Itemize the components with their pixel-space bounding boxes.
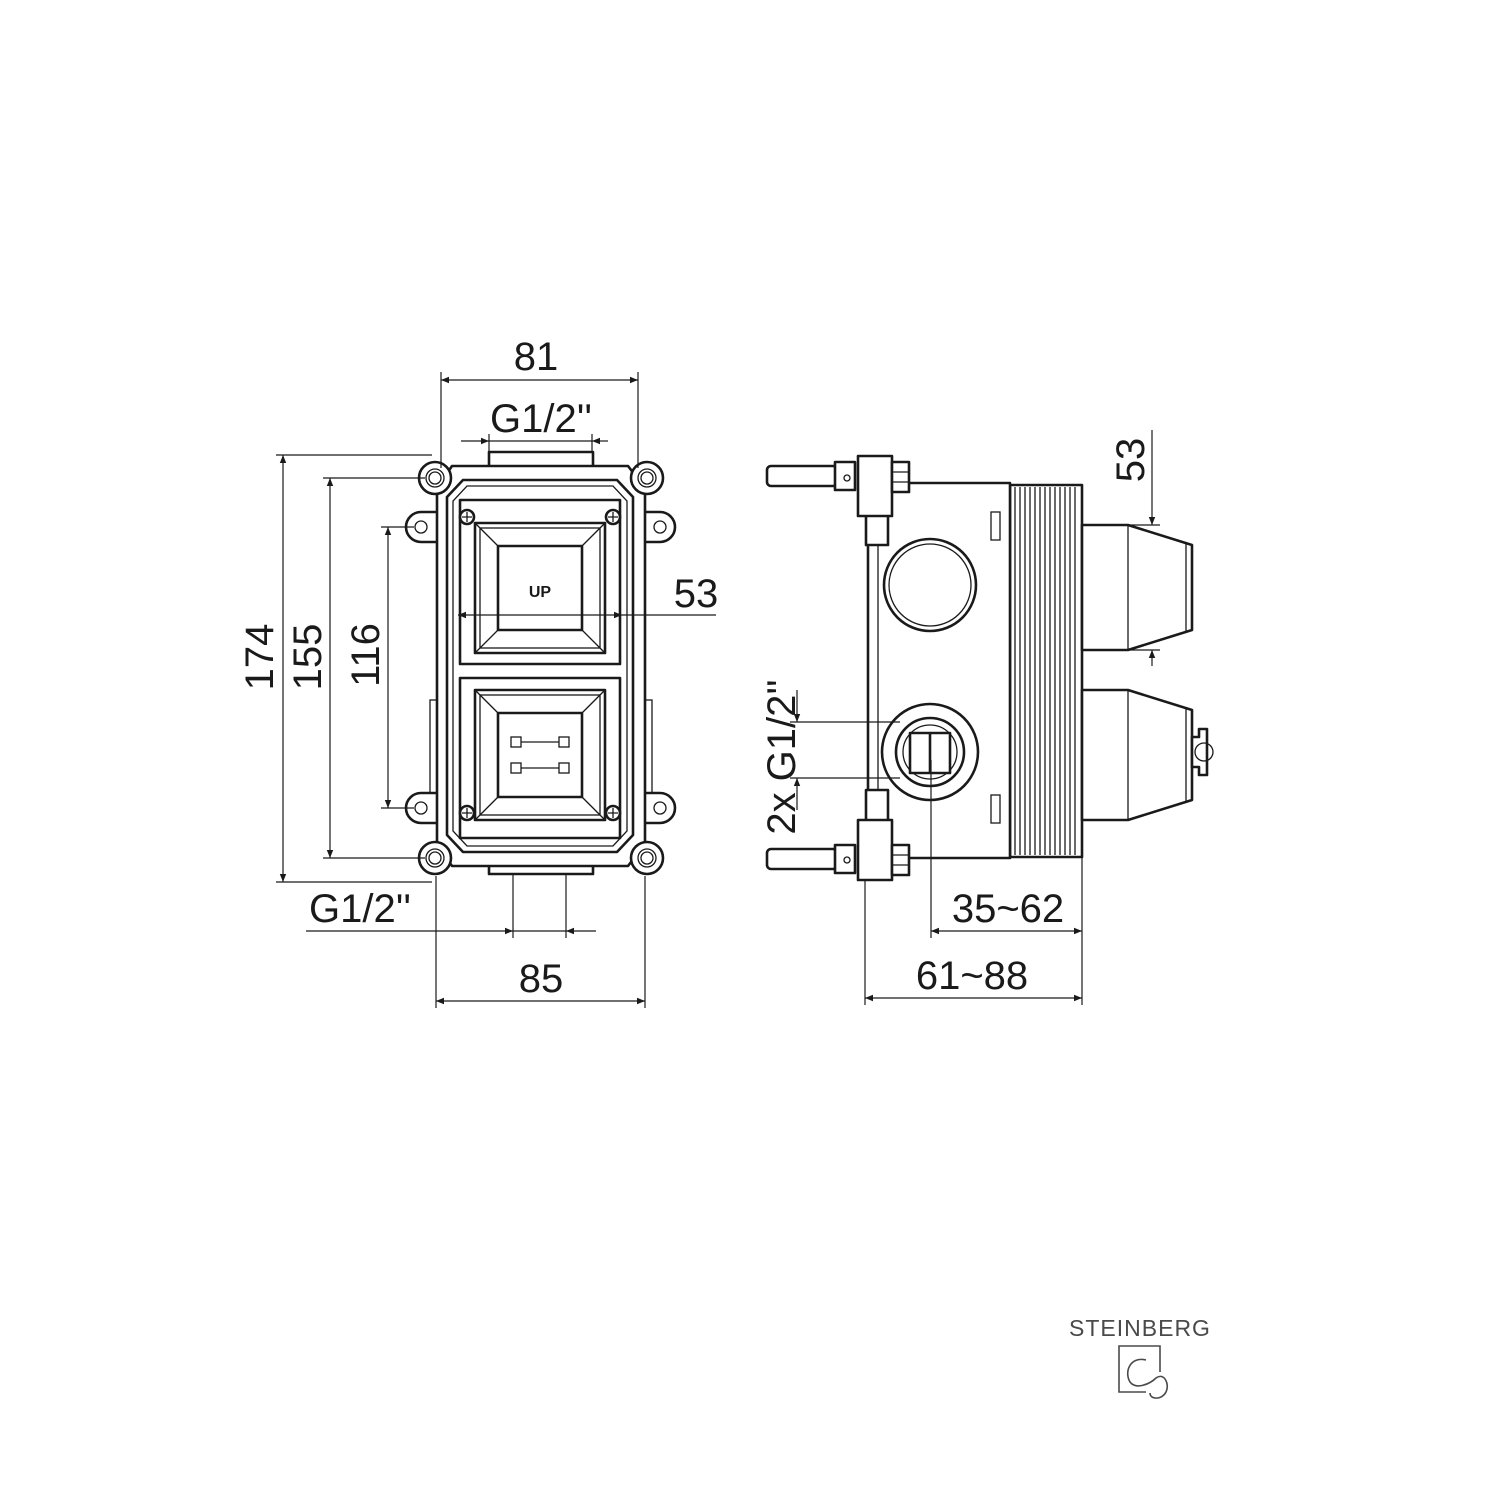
upper-cartridge-cover: UP (473, 521, 607, 655)
side-hole-top-right (653, 520, 667, 534)
side-hole-top-left (414, 520, 428, 534)
inner-frame-inner (452, 485, 628, 847)
cartridge-upper (1080, 523, 1194, 652)
screw-icon (458, 804, 476, 822)
dimension-155-text: 155 (286, 624, 330, 691)
side-hole-bottom-right (653, 801, 667, 815)
dimension-height-holes: 155 (286, 477, 425, 859)
dimension-81-text: 81 (514, 335, 559, 379)
screw-icon (604, 508, 622, 526)
dimension-depth-long: 61~88 (864, 880, 1082, 1005)
side-slot-top (990, 511, 1001, 541)
ear-top-right (629, 460, 665, 496)
ear-top-left-hole-inner (428, 471, 442, 485)
ear-top-right-hole-inner (640, 471, 654, 485)
mounting-ears (417, 460, 665, 876)
brand-mark-icon (1118, 1345, 1169, 1399)
dimension-bottom-connection: G1/2'' (306, 874, 596, 938)
cartridge-stem-detail (510, 736, 570, 774)
dimension-width-bottom: 85 (435, 876, 646, 1008)
dimension-174-text: 174 (238, 624, 282, 691)
side-tab-bottom-right (645, 791, 677, 825)
screw-icon (604, 804, 622, 822)
side-slot-bottom (990, 794, 1001, 824)
dimension-116-text: 116 (344, 623, 388, 687)
brand-logo: STEINBERG (1069, 1315, 1211, 1399)
lower-cartridge-cover (473, 688, 607, 822)
dimension-53-front-text: 53 (674, 572, 719, 616)
screws (458, 508, 622, 822)
dimension-front-spacing: 53 (458, 572, 719, 619)
dimension-width-top: 81 (440, 335, 639, 468)
dimension-height-side-holes: 116 (344, 526, 414, 809)
front-view: UP (238, 335, 718, 1008)
ear-top-right-hole (637, 468, 657, 488)
dimension-top-connection: G1/2'' (461, 397, 608, 452)
side-connections-text: 2x G1/2'' (760, 679, 804, 834)
side-port-lower (880, 702, 980, 802)
fitting-bottom (765, 788, 911, 882)
top-connection-text: G1/2'' (490, 397, 592, 441)
dimension-35-62-text: 35~62 (952, 887, 1064, 931)
up-label: UP (529, 584, 552, 601)
ear-bottom-right-hole (637, 848, 657, 868)
cartridge-spindle (1190, 727, 1209, 777)
side-view: 53 2x G1/2'' 35~62 61~88 (760, 430, 1214, 1005)
threaded-sleeve (1008, 483, 1084, 859)
dimension-depth-short: 35~62 (930, 760, 1083, 1005)
dimension-61-88-text: 61~88 (916, 954, 1028, 998)
dimension-side-connections: 2x G1/2'' (760, 679, 900, 835)
screw-icon (458, 508, 476, 526)
dimension-height-overall: 174 (238, 454, 432, 883)
side-tab-top-right (645, 510, 677, 544)
lower-compartment (458, 676, 622, 840)
side-hole-bottom-left (414, 801, 428, 815)
cartridge-lower (1080, 688, 1214, 822)
ear-bottom-right-hole-inner (640, 851, 654, 865)
dimension-cartridge-spacing: 53 (1109, 430, 1160, 666)
dimension-85-text: 85 (519, 957, 564, 1001)
ear-top-left-hole (425, 468, 445, 488)
side-port-upper (882, 537, 978, 633)
fitting-top (765, 454, 911, 547)
ear-bottom-left-hole-inner (428, 851, 442, 865)
ear-bottom-right (629, 840, 665, 876)
dimension-53-side-text: 53 (1109, 438, 1153, 483)
inner-frame-outer (445, 478, 635, 854)
upper-compartment (458, 498, 622, 666)
bottom-connection-text: G1/2'' (309, 887, 411, 931)
brand-name: STEINBERG (1069, 1315, 1211, 1341)
ear-bottom-left-hole (425, 848, 445, 868)
